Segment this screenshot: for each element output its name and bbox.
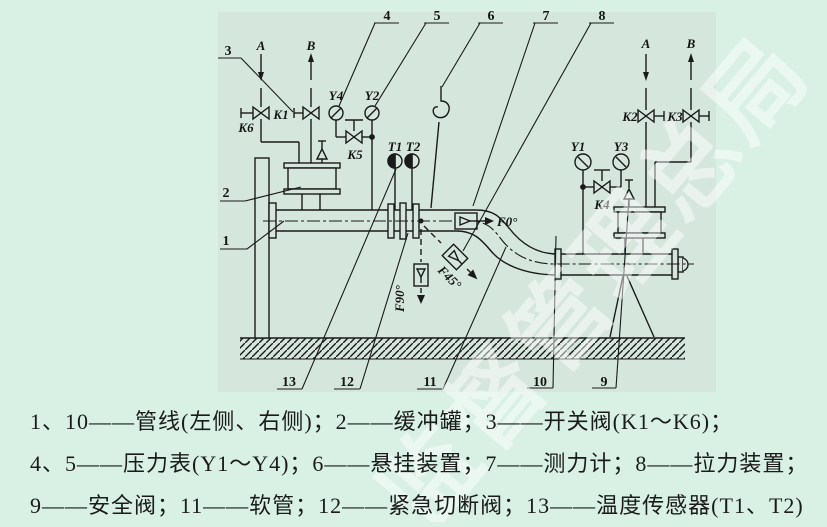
callout-2: 2 [223, 186, 230, 201]
force-position-f45 [423, 225, 478, 280]
force-arrow-f0 [477, 217, 494, 225]
callout-4: 4 [384, 9, 391, 24]
left-safety-valve [315, 140, 329, 163]
port-b-right-label: B [686, 36, 696, 51]
port-a-right-label: A [641, 36, 651, 51]
sensor-t1-label: T1 [388, 139, 402, 154]
callout-3: 3 [225, 44, 232, 59]
callout-11: 11 [423, 375, 436, 390]
caption-line-2: 4、5——压力表(Y1～Y4)；6——悬挂装置；7——测力计；8——拉力装置； [30, 451, 809, 476]
port-b-left-label: B [306, 38, 316, 53]
valve-k3-label: K3 [666, 109, 683, 124]
callout-5: 5 [434, 9, 441, 24]
force-position-f90 [413, 229, 429, 304]
outlet-line-b-left [308, 53, 314, 163]
valve-k1-label: K1 [272, 107, 288, 122]
arrow-diagonal-icon [467, 269, 478, 280]
gauge-y1-label: Y1 [571, 139, 585, 154]
arrow-right-icon [485, 217, 494, 225]
hose [419, 209, 556, 276]
force-f0-label: F0° [496, 214, 518, 229]
inlet-line-a-right [643, 54, 649, 207]
gauge-y3-label: Y3 [614, 139, 629, 154]
valve-k6-label: K6 [237, 120, 254, 135]
diagram-panel [218, 12, 716, 392]
temp-sensor-t2 [404, 153, 420, 210]
right-buffer-tank [613, 206, 666, 254]
callout-7: 7 [543, 9, 550, 24]
valve-k2 [637, 108, 665, 124]
valve-k2-label: K2 [621, 109, 638, 124]
callout-12: 12 [340, 375, 354, 390]
valve-k4 [580, 169, 622, 254]
leader-lines [218, 22, 630, 390]
valve-k4-label: K4 [593, 197, 610, 212]
valve-k5-label: K5 [346, 147, 363, 162]
ground-hatch [240, 337, 685, 360]
caption-line-1: 1、10——管线(左侧、右侧)；2——缓冲罐；3——开关阀(K1～K6)； [30, 409, 734, 434]
valve-k1 [293, 105, 320, 121]
pipe-support-legs [609, 275, 655, 338]
valve-k5 [335, 119, 375, 210]
arrow-up-icon [308, 53, 314, 62]
outlet-line-b-right [654, 53, 694, 207]
callout-10: 10 [533, 375, 547, 390]
callout-8: 8 [599, 9, 606, 24]
arrow-down-icon [258, 72, 264, 81]
port-a-left-label: A [256, 38, 266, 53]
support-column [254, 157, 270, 339]
temp-sensor-t1 [387, 153, 403, 210]
force-f90-label: F90° [392, 284, 407, 313]
callout-1: 1 [223, 234, 230, 249]
callout-13: 13 [282, 375, 296, 390]
junction-dot [418, 218, 424, 224]
sensor-t2-label: T2 [406, 139, 421, 154]
arrow-down-icon [417, 295, 425, 304]
valve-k6 [240, 105, 270, 121]
left-buffer-tank [283, 162, 341, 210]
inlet-line-a-left [258, 54, 300, 163]
callout-6: 6 [488, 9, 495, 24]
gauge-y4-label: Y4 [329, 88, 344, 103]
gauge-y2-label: Y2 [365, 88, 380, 103]
shutoff-valve-box [454, 212, 478, 230]
pipe-centerline [263, 220, 694, 265]
suspension-hook [430, 86, 450, 209]
arrow-up-icon [688, 53, 694, 62]
caption-line-3: 9——安全阀；11——软管；12——紧急切断阀；13——温度传感器(T1、T2) [30, 493, 804, 518]
valve-k3 [682, 108, 710, 124]
arrow-down-icon [643, 72, 649, 81]
callout-9: 9 [601, 375, 608, 390]
